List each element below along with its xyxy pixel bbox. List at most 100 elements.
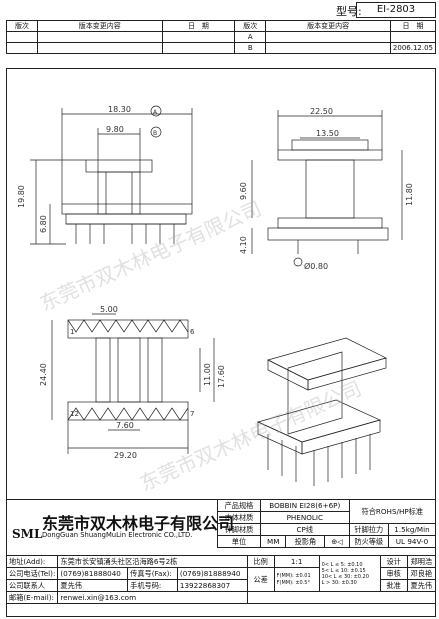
- circle-a: A: [153, 109, 158, 116]
- address: 东莞市长安镇涌头社区沿海路6号2栋: [57, 555, 248, 568]
- rev-col-6: 日 期: [389, 20, 437, 32]
- pin-label-12: 12: [70, 410, 79, 418]
- drawing-frame: [6, 68, 436, 617]
- side-view-top: 22.50 13.50 9.60 11.80 4.10 Ø0.80: [239, 107, 414, 271]
- pins-top-left: [75, 224, 175, 244]
- scale: 1:1: [273, 555, 320, 568]
- dim-7-60: 7.60: [116, 421, 134, 430]
- rev-cell: [161, 31, 236, 43]
- scale-label: 比例: [246, 555, 275, 568]
- tol-line: 0< L ≤ 5: ±0.10: [321, 561, 363, 568]
- email: renwei.xin@163.com: [57, 591, 248, 604]
- tol-angle-line: F(MM): ±0.01: [276, 572, 311, 579]
- revision-header-row: 版次 版本变更内容 日 期 版次 版本变更内容 日 期: [6, 20, 437, 32]
- designer: 郑明浩: [406, 555, 437, 568]
- logo: SML: [12, 527, 43, 541]
- approver: 夏先伟: [406, 579, 437, 592]
- product-name: BOBBIN EI28(6+6P): [260, 499, 350, 512]
- technical-drawing: 18.30 9.80 19.80 6.80 A B 22.50 13.50 9.…: [17, 105, 414, 486]
- rev-cell: [36, 31, 163, 43]
- rev-cell: [389, 31, 437, 43]
- contact: 夏先伟: [57, 579, 129, 592]
- rev-col-1: 版次: [6, 20, 38, 32]
- rev-cell: [265, 42, 391, 54]
- reviewer: 邓良艳: [406, 567, 437, 580]
- mobile: 13922868307: [176, 579, 248, 592]
- tol-angle: F(MM): ±0.01 F(MM): ±0.5°: [273, 567, 320, 592]
- rev-cell: A: [234, 31, 267, 43]
- dim-4-10: 4.10: [239, 236, 248, 254]
- company-name-cn: 东莞市双木林电子有限公司: [42, 514, 235, 533]
- dim-9-60: 9.60: [239, 182, 248, 200]
- dim-0-80: Ø0.80: [304, 261, 328, 271]
- tol-line: 10< L ≤ 30: ±0.20: [321, 573, 369, 580]
- dim-18-30: 18.30: [108, 105, 131, 114]
- title-block: 产品规格 BOBBIN EI28(6+6P) 符合ROHS/HP标准 本体材质 …: [6, 499, 437, 548]
- rohs: 符合ROHS/HP标准: [348, 499, 437, 524]
- company-name-en: DongGuan ShuangMuLin Electronic CO.,LTD.: [42, 531, 193, 539]
- tol-line: 5< L ≤ 10: ±0.15: [321, 567, 366, 574]
- circle-b: B: [153, 130, 157, 137]
- dim-11-00: 11.00: [203, 363, 212, 386]
- rev-cell: [6, 31, 38, 43]
- address-label: 地址(Add):: [5, 555, 59, 568]
- dim-5-00: 5.00: [100, 305, 118, 314]
- projection-label: 投影角: [285, 535, 326, 548]
- rev-cell: [161, 42, 236, 54]
- tel-label: 公司电话(Tel):: [5, 567, 59, 580]
- pin-label-6: 6: [190, 328, 195, 336]
- rev-cell: [265, 31, 391, 43]
- design-label: 设计: [379, 555, 408, 568]
- projection-symbol: ⊕◁: [324, 535, 350, 548]
- rev-col-4: 版次: [234, 20, 267, 32]
- tolerance: 0< L ≤ 5: ±0.10 5< L ≤ 10: ±0.15 10< L ≤…: [318, 555, 381, 592]
- fax-label: 传真号(Fax):: [127, 567, 178, 580]
- rev-cell: [36, 42, 163, 54]
- isometric-view: [256, 337, 387, 486]
- contact-label: 公司联系人: [5, 579, 59, 592]
- plan-view: 5.00 24.40 11.00 17.60 7.60 29.20 6 1 12…: [39, 305, 226, 460]
- dim-17-60: 17.60: [217, 365, 226, 388]
- rev-col-3: 日 期: [161, 20, 236, 32]
- logo-cell: [6, 499, 218, 548]
- fire: UL 94V-0: [387, 535, 437, 548]
- revision-row: B 2006.12.05: [6, 42, 437, 54]
- rev-col-2: 版本变更内容: [36, 20, 163, 32]
- dim-24-40: 24.40: [39, 363, 48, 386]
- dim-6-80: 6.80: [39, 215, 48, 233]
- dim-9-80: 9.80: [106, 125, 124, 134]
- tel: (0769)81888040: [57, 567, 129, 580]
- rev-cell: 2006.12.05: [389, 42, 437, 54]
- fax: (0769)81888940: [176, 567, 248, 580]
- front-view-top: 18.30 9.80 19.80 6.80 A B: [17, 105, 193, 245]
- tol-label: 公差: [246, 567, 275, 592]
- model-value: EI-2803: [356, 2, 436, 18]
- approve-label: 批准: [379, 579, 408, 592]
- rev-cell: B: [234, 42, 267, 54]
- mobile-label: 手机号码:: [127, 579, 178, 592]
- dim-22-50: 22.50: [310, 107, 333, 116]
- tol-angle-line: F(MM): ±0.5°: [276, 579, 310, 586]
- pin-force: 1.5kg/Min: [387, 523, 437, 536]
- fire-label: 防火等级: [348, 535, 389, 548]
- tol-line: L > 30: ±0.30: [321, 579, 357, 586]
- pin-label-7: 7: [190, 410, 194, 418]
- rev-col-5: 版本变更内容: [265, 20, 391, 32]
- unit-label: 单位: [217, 535, 261, 548]
- rev-cell: [6, 42, 38, 54]
- revision-table: 版次 版本变更内容 日 期 版次 版本变更内容 日 期 A B 2006.12.…: [6, 20, 437, 54]
- dim-19-80: 19.80: [17, 185, 26, 208]
- dim-13-50: 13.50: [316, 129, 339, 138]
- contact-block: 地址(Add): 东莞市长安镇涌头社区沿海路6号2栋 比例 1:1 0< L ≤…: [5, 555, 437, 604]
- email-label: 邮箱(E-mail):: [5, 591, 59, 604]
- review-label: 审核: [379, 567, 408, 580]
- pin-label-1: 1: [70, 328, 74, 336]
- model-label: 型号:: [336, 5, 362, 18]
- revision-row: A: [6, 31, 437, 43]
- material: PHENOLIC: [260, 511, 350, 524]
- pin-force-label: 针脚拉力: [348, 523, 389, 536]
- empty-cell: [246, 591, 437, 604]
- dim-11-80: 11.80: [405, 183, 414, 206]
- pin-material: CP线: [260, 523, 350, 536]
- unit: MM: [259, 535, 287, 548]
